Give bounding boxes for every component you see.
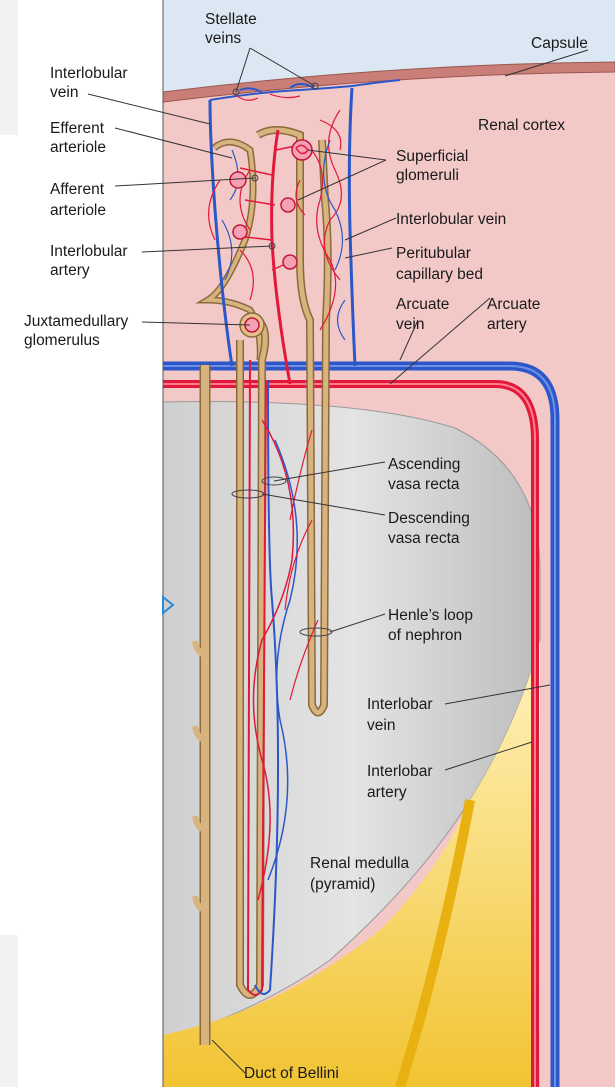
label-renal-cortex: Renal cortex — [478, 117, 565, 134]
label-margin — [18, 0, 163, 1087]
label-duct-of-bellini: Duct of Bellini — [244, 1065, 339, 1082]
glomerulus-4 — [233, 225, 247, 239]
label-capsule: Capsule — [531, 35, 588, 52]
label-interlobular-vein-right: Interlobular vein — [396, 211, 506, 228]
glomerulus-2 — [230, 172, 246, 188]
left-strip — [0, 135, 18, 935]
glomerulus-3 — [281, 198, 295, 212]
glomerulus-5 — [283, 255, 297, 269]
